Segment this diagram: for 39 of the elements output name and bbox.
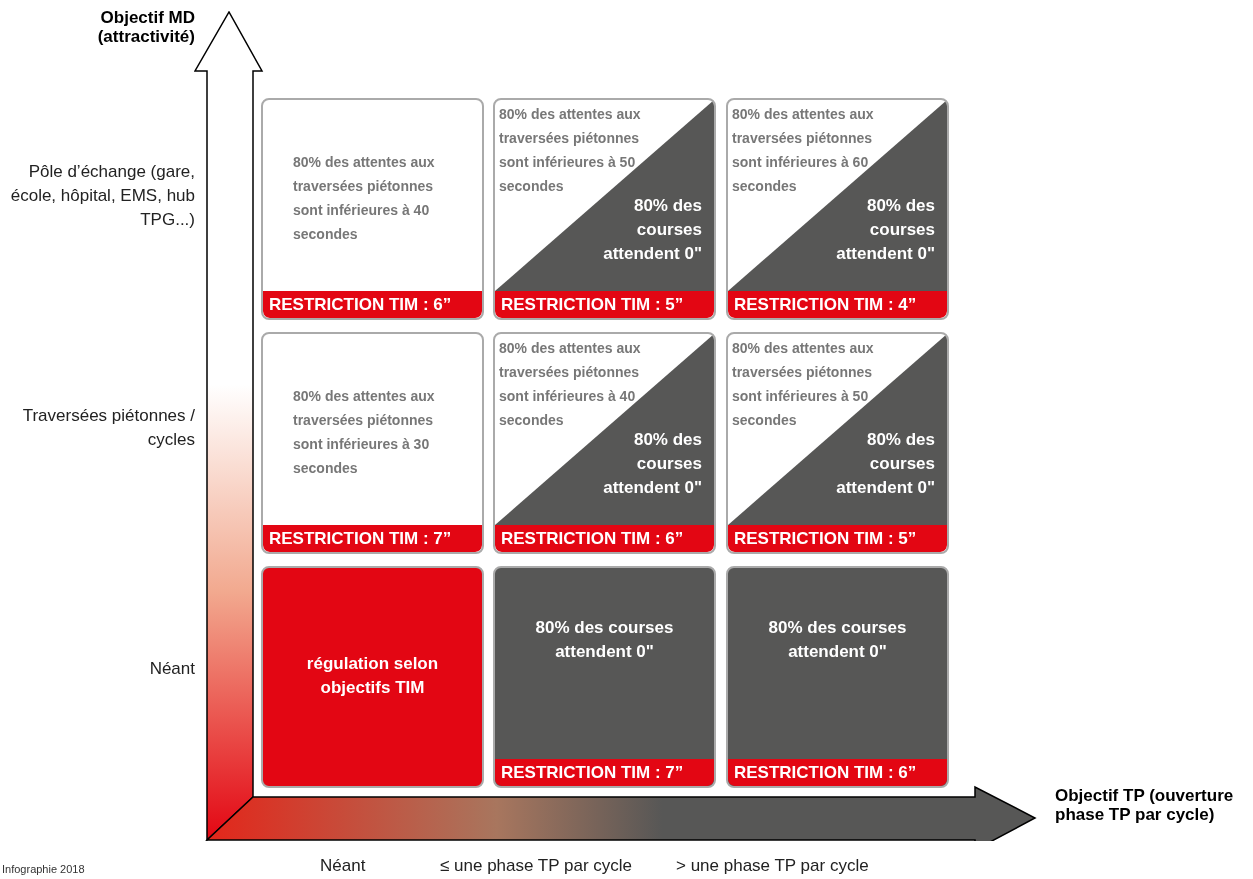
cell-text: 80% des courses attendent 0" [835, 195, 935, 265]
matrix-cell [726, 332, 949, 554]
restriction-banner: RESTRICTION TIM : 6” [495, 525, 714, 552]
axis-tick-label: > une phase TP par cycle [676, 855, 869, 877]
restriction-banner: RESTRICTION TIM : 4” [728, 291, 947, 318]
cell-text: régulation selon objectifs TIM [305, 653, 440, 699]
axis-title: Objectif TP (ouverture phase TP par cycle) [1055, 786, 1235, 824]
restriction-banner: RESTRICTION TIM : 5” [728, 525, 947, 552]
cell-text: 80% des attentes aux traversées piétonnes sont inférieures à 30 secondes [293, 387, 436, 478]
matrix-cell [261, 332, 484, 554]
matrix-cell [726, 566, 949, 788]
matrix-cell [726, 98, 949, 320]
axis-tick-label: Pôle d’échange (gare, école, hôpital, EMS, hub TPG...) [9, 161, 195, 231]
matrix-cell [493, 332, 716, 554]
axis-tick-label: Néant [320, 855, 366, 877]
matrix-cell [261, 98, 484, 320]
restriction-banner: RESTRICTION TIM : 5” [495, 291, 714, 318]
axis-title: Objectif MD (attractivité) [96, 8, 195, 46]
cell-text: 80% des attentes aux traversées piétonnes sont inférieures à 50 secondes [499, 105, 642, 196]
cell-text: 80% des courses attendent 0" [534, 617, 675, 663]
axis-tick-label: Néant [148, 658, 195, 680]
matrix-cell [493, 566, 716, 788]
matrix-cell [493, 98, 716, 320]
restriction-banner: RESTRICTION TIM : 6” [728, 759, 947, 786]
matrix-cell [261, 566, 484, 788]
cell-text: 80% des courses attendent 0" [602, 195, 702, 265]
cell-text: 80% des courses attendent 0" [602, 429, 702, 499]
cell-text: 80% des courses attendent 0" [835, 429, 935, 499]
cell-text: 80% des attentes aux traversées piétonnes sont inférieures à 50 secondes [732, 339, 875, 430]
axis-tick-label: ≤ une phase TP par cycle [440, 855, 633, 877]
axis-tick-label: Traversées piétonnes / cycles [21, 405, 195, 451]
restriction-banner: RESTRICTION TIM : 6” [263, 291, 482, 318]
cell-text: 80% des attentes aux traversées piétonnes sont inférieures à 40 secondes [499, 339, 642, 430]
credit-note: Infographie 2018 [2, 862, 85, 876]
restriction-banner: RESTRICTION TIM : 7” [263, 525, 482, 552]
cell-text: 80% des attentes aux traversées piétonnes sont inférieures à 40 secondes [293, 153, 436, 244]
cell-text: 80% des courses attendent 0" [767, 617, 908, 663]
restriction-banner: RESTRICTION TIM : 7” [495, 759, 714, 786]
cell-text: 80% des attentes aux traversées piétonnes sont inférieures à 60 secondes [732, 105, 875, 196]
